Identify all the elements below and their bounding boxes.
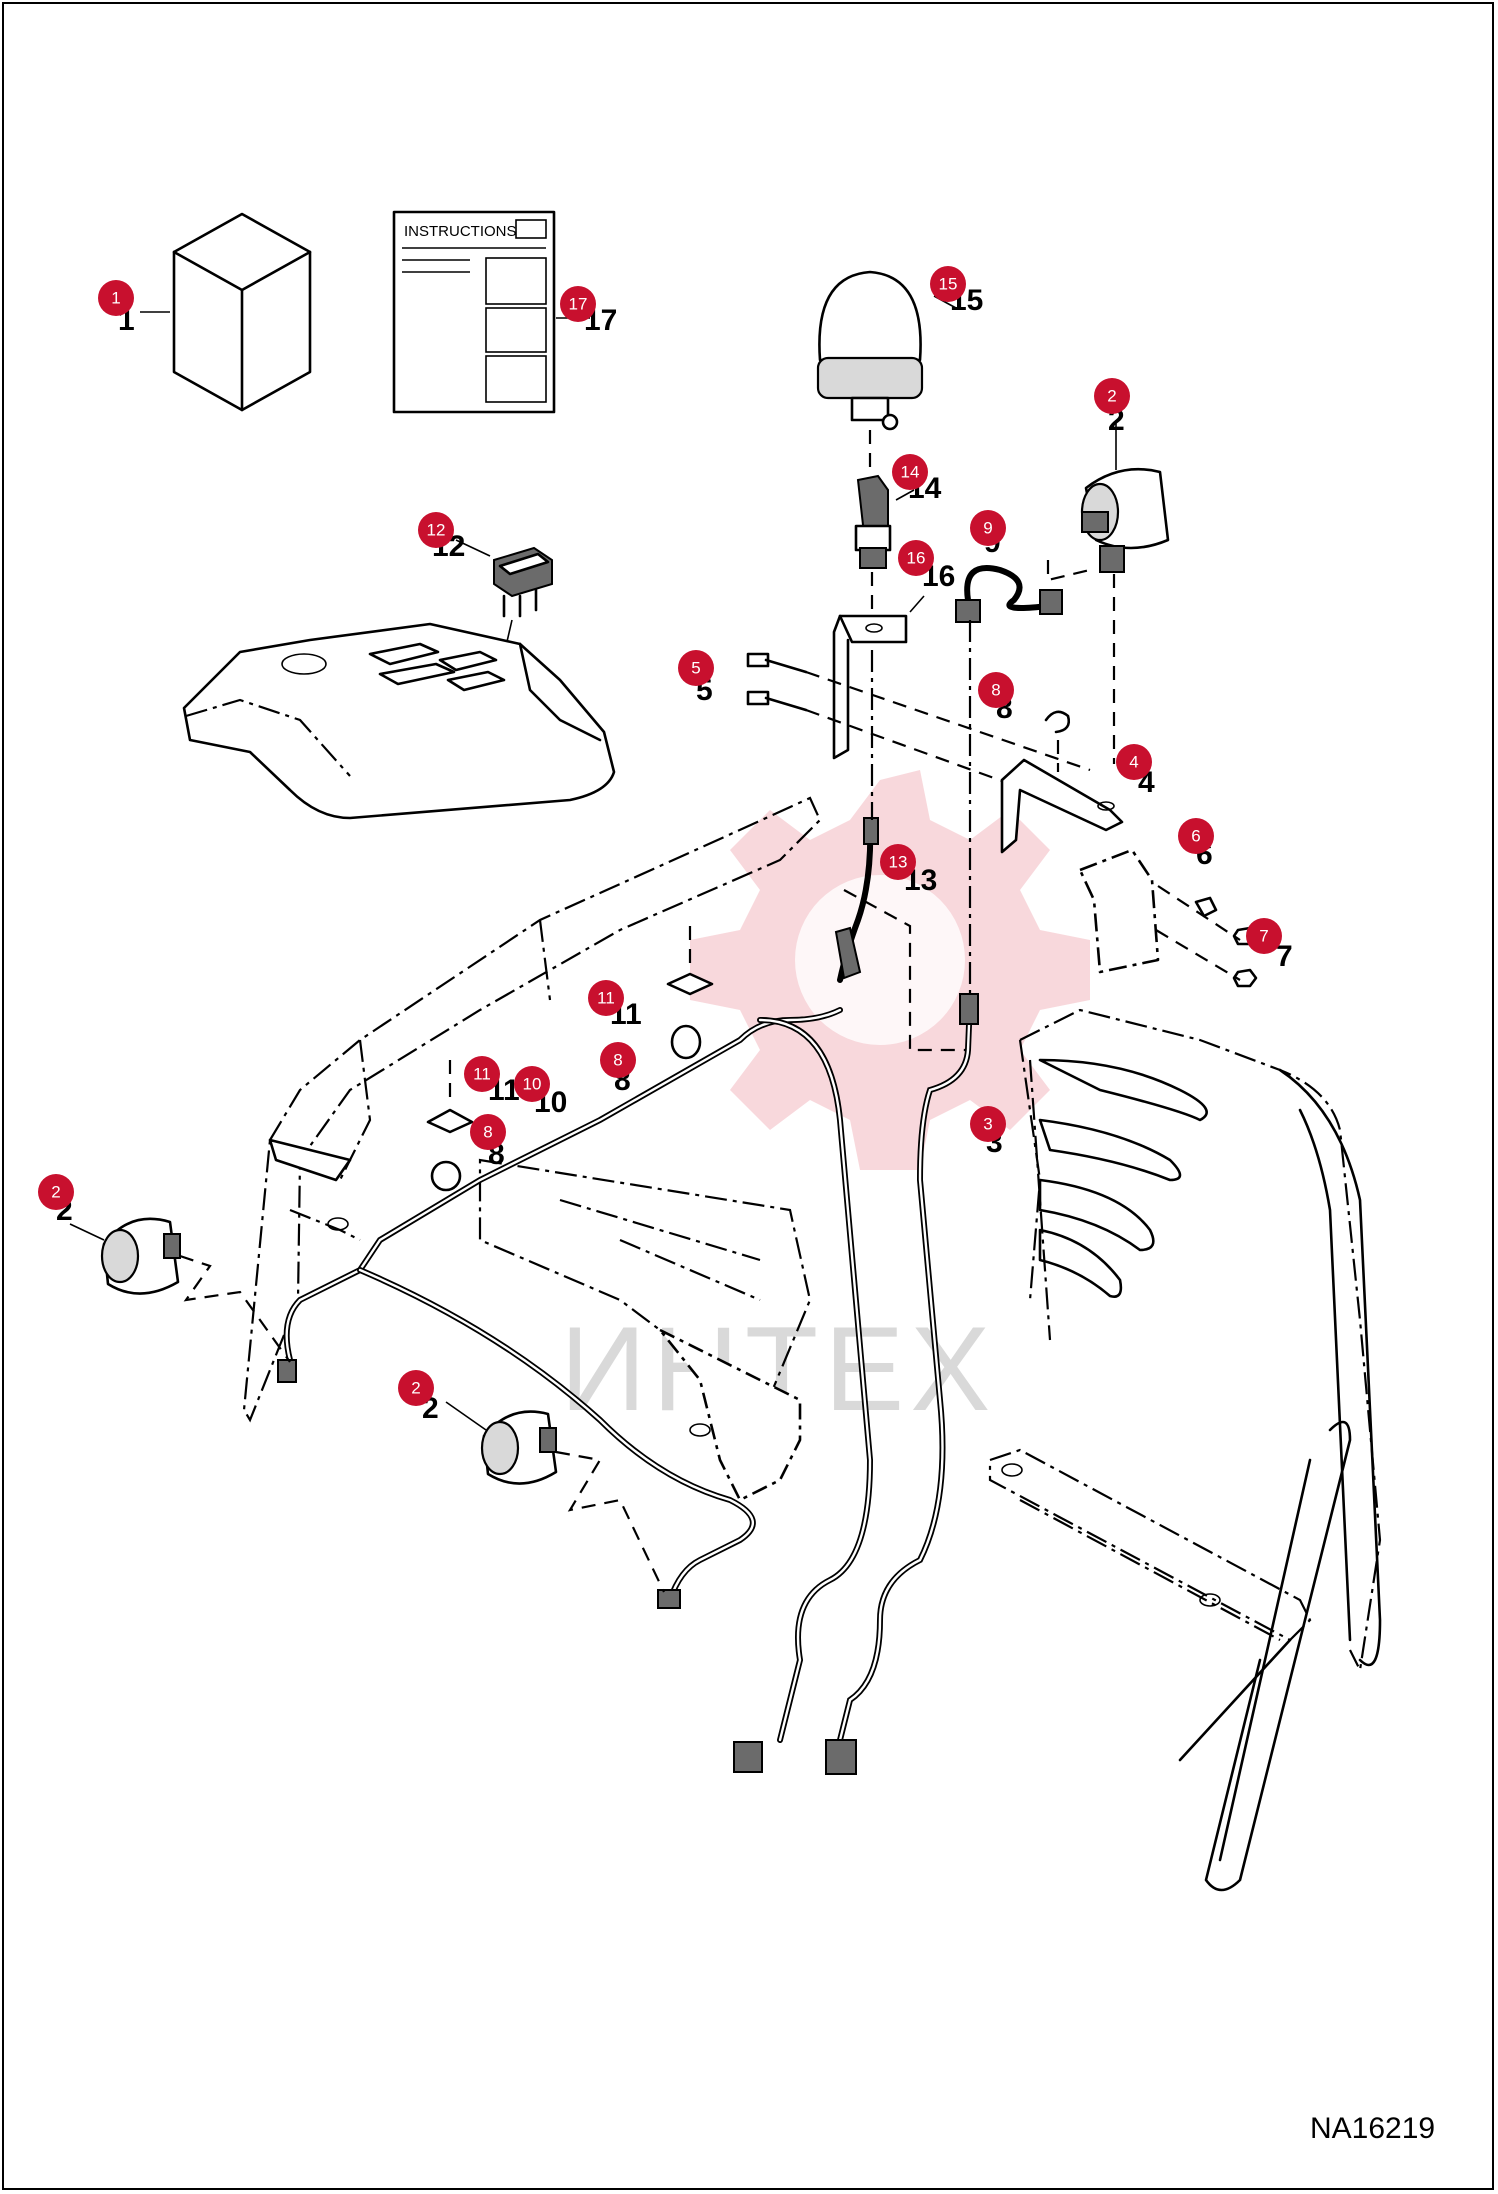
svg-text:1: 1 (111, 289, 120, 308)
svg-text:6: 6 (1191, 827, 1200, 846)
rops-mounting-plate (1078, 848, 1160, 974)
callout-badge-17: 17 (560, 286, 596, 322)
leader-line (555, 1450, 665, 1593)
leader-line (179, 1254, 291, 1363)
svg-text:12: 12 (427, 521, 446, 540)
callout-badge-2: 2 (398, 1370, 434, 1406)
part-8-clip (670, 1024, 702, 1060)
part-2-work-light-top (1080, 420, 1170, 573)
svg-text:2: 2 (411, 1379, 420, 1398)
part-9-beacon-harness (955, 565, 1063, 623)
svg-text:8: 8 (613, 1051, 622, 1070)
part-12-rocker-switch (455, 539, 553, 673)
part-15-beacon-light (816, 270, 957, 431)
part-2-work-light-center (445, 1401, 558, 1485)
instructions-label: INSTRUCTIONS (404, 223, 517, 240)
callout-badge-14: 14 (892, 454, 928, 490)
callout-badge-6: 6 (1178, 818, 1214, 854)
part-13-switch-harness (834, 817, 879, 983)
callout-badge-7: 7 (1246, 918, 1282, 954)
svg-text:8: 8 (991, 681, 1000, 700)
svg-text:2: 2 (51, 1183, 60, 1202)
callout-badge-8: 8 (600, 1042, 636, 1078)
part-3-beacon-harness (825, 993, 979, 1775)
part-4-light-bracket (1000, 758, 1124, 854)
part-6-bolt (1194, 896, 1218, 918)
svg-text:16: 16 (907, 549, 926, 568)
part-8-clip (1044, 710, 1071, 734)
callout-badge-1: 1 (98, 280, 134, 316)
callout-badge-4: 4 (1116, 744, 1152, 780)
part-8-clip (430, 1160, 462, 1192)
leader-line (805, 708, 1111, 822)
leader-line (1046, 560, 1091, 582)
svg-text:15: 15 (939, 275, 958, 294)
svg-text:4: 4 (1129, 753, 1138, 772)
callout-badge-9: 9 (970, 510, 1006, 546)
part-11-decal (426, 1108, 474, 1134)
callout-badge-2: 2 (1094, 378, 1130, 414)
leader-line (1155, 929, 1241, 981)
callout-number-7: 7 (1276, 940, 1293, 973)
svg-text:5: 5 (691, 659, 700, 678)
watermark-gear-logo (690, 770, 1090, 1170)
callout-badge-3: 3 (970, 1106, 1006, 1142)
svg-text:17: 17 (569, 295, 588, 314)
callout-badge-5: 5 (678, 650, 714, 686)
leader-line (1157, 885, 1241, 941)
callout-badge-8: 8 (470, 1114, 506, 1150)
svg-text:14: 14 (901, 463, 920, 482)
part-1-kit-box (140, 212, 312, 412)
rops-cage (988, 1008, 1382, 1892)
svg-text:11: 11 (597, 989, 615, 1008)
svg-text:11: 11 (473, 1065, 491, 1084)
callout-badge-10: 10 (514, 1066, 550, 1102)
svg-text:13: 13 (889, 853, 908, 872)
callout-badge-8: 8 (978, 672, 1014, 708)
part-11-decal (666, 972, 714, 996)
part-10-light-harness (277, 1007, 874, 1773)
svg-text:7: 7 (1259, 927, 1268, 946)
part-14-beacon-mount (854, 474, 915, 569)
part-16-beacon-bracket (832, 595, 925, 760)
callout-badge-13: 13 (880, 844, 916, 880)
diagram-id-label: NA16219 (1310, 2112, 1436, 2145)
svg-text:8: 8 (483, 1123, 492, 1142)
callout-badge-11: 11 (588, 980, 624, 1016)
svg-text:9: 9 (983, 519, 992, 538)
callout-badges: 1 17 15 2 14 12 9 16 5 8 4 6 13 7 11 8 11 10 8 3 2 2 (38, 266, 1282, 1406)
svg-text:3: 3 (983, 1115, 992, 1134)
svg-text:10: 10 (523, 1075, 542, 1094)
part-2-work-light-left (69, 1217, 181, 1295)
machine-frame (242, 796, 822, 1502)
callout-badge-16: 16 (898, 540, 934, 576)
callout-badge-2: 2 (38, 1174, 74, 1210)
callout-badge-11: 11 (464, 1056, 500, 1092)
callout-badge-12: 12 (418, 512, 454, 548)
console-cover (182, 622, 616, 820)
callout-badge-15: 15 (930, 266, 966, 302)
svg-text:2: 2 (1107, 387, 1116, 406)
leader-line (805, 670, 1091, 772)
part-17-instructions-sheet: INSTRUCTIONS (392, 210, 590, 414)
part-5-bolts (746, 652, 808, 712)
